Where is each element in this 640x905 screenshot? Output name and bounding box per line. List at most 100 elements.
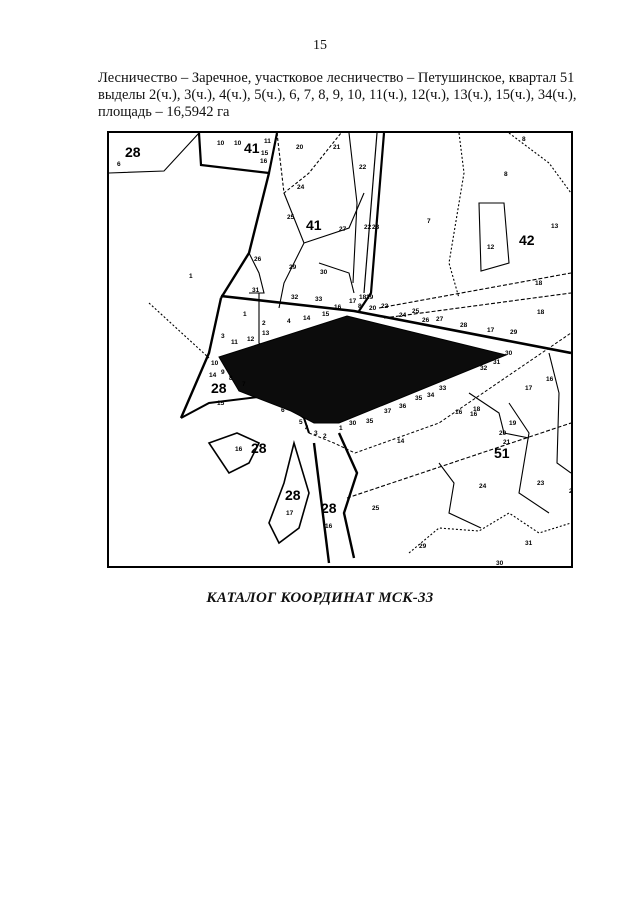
vydel-line: [148, 302, 210, 359]
vydel-label: 25: [412, 308, 420, 315]
vydel-label: 3: [221, 333, 225, 340]
vydel-label: 16: [546, 376, 554, 383]
vydel-label: 14: [397, 438, 405, 445]
vydel-label: 16: [455, 409, 463, 416]
vydel-label: 25: [372, 505, 380, 512]
vydel-label: 25: [287, 214, 295, 221]
vydel-line: [276, 133, 342, 195]
vydel-label: 31: [493, 359, 501, 366]
quarter-label: 51: [494, 445, 510, 461]
vydel-label: 22: [381, 303, 389, 310]
vydel-label: 4: [287, 318, 291, 325]
vydel-label: 22: [364, 224, 372, 231]
road-line: [363, 133, 378, 294]
vydel-label: 26: [422, 317, 430, 324]
vydel-label: 32: [480, 365, 488, 372]
vydel-label: 24: [479, 483, 487, 490]
vydel-label: 24: [399, 312, 407, 319]
vydel-line: [548, 352, 571, 474]
vydel-label: 34: [427, 392, 435, 399]
vydel-label: 2: [262, 320, 266, 327]
vydel-label: 17: [525, 385, 533, 392]
vydel-label: 32: [291, 294, 299, 301]
vydel-label: 15: [261, 150, 269, 157]
quarter-label: 28: [211, 380, 227, 396]
vydel-label: 8: [504, 171, 508, 178]
vydel-label: 31: [252, 287, 260, 294]
vydel-line: [303, 192, 365, 244]
road-line: [220, 294, 571, 355]
quarter-label: 41: [244, 140, 260, 156]
vydel-label: 1: [339, 425, 343, 432]
vydel-label: 18: [359, 294, 367, 301]
vydel-label: 3: [314, 430, 318, 437]
boundary-line: [109, 133, 200, 174]
vydel-label: 15: [217, 400, 225, 407]
boundary-line: [268, 439, 310, 545]
vydel-line: [248, 252, 265, 294]
vydel-label: 19: [509, 420, 517, 427]
vydel-label: 31: [525, 540, 533, 547]
vydel-label: 27: [339, 226, 347, 233]
vydel-line: [408, 512, 571, 554]
target-plot-area: [218, 315, 508, 424]
vydel-label: 8: [358, 303, 362, 310]
page-number: 15: [313, 38, 327, 53]
header-line-2: выделы 2(ч.), 3(ч.), 4(ч.), 5(ч.), 6, 7,…: [98, 87, 577, 103]
vydel-label: 33: [439, 385, 447, 392]
vydel-label: 30: [320, 269, 328, 276]
vydel-label: 17: [349, 298, 357, 305]
road-line: [346, 422, 571, 499]
vydel-label: 21: [503, 439, 511, 446]
road-line: [179, 297, 223, 419]
header-text: Лесничество – Заречное, участковое лесни…: [98, 70, 618, 121]
vydel-label: 28: [460, 322, 468, 329]
vydel-line: [478, 202, 510, 272]
vydel-label: 35: [415, 395, 423, 402]
road-line: [358, 133, 386, 312]
vydel-label: 17: [286, 510, 294, 517]
vydel-label: 19: [366, 294, 374, 301]
vydel-line: [308, 332, 571, 454]
vydel-label: 30: [505, 350, 513, 357]
quarter-label: 28: [321, 500, 337, 516]
vydel-label: 23: [372, 224, 380, 231]
vydel-label: 33: [315, 296, 323, 303]
vydel-label: 4: [305, 425, 309, 432]
vydel-label: 23: [537, 480, 545, 487]
vydel-label: 24: [297, 184, 305, 191]
vydel-label: 18: [535, 280, 543, 287]
vydel-label: 8: [522, 136, 526, 143]
vydel-label: 11: [264, 138, 271, 145]
quarter-label: 41: [306, 217, 322, 233]
vydel-label: 2: [569, 488, 571, 495]
vydel-label: 14: [209, 372, 217, 379]
vydel-label: 29: [419, 543, 427, 550]
vydel-label: 1: [243, 311, 247, 318]
vydel-line: [448, 133, 465, 299]
vydel-label: 12: [247, 336, 255, 343]
vydel-label: 2: [323, 433, 327, 440]
vydel-label: 8: [229, 375, 233, 382]
vydel-line: [278, 192, 305, 309]
vydel-label: 13: [262, 330, 270, 337]
vydel-label: 7: [427, 218, 431, 225]
vydel-label: 17: [487, 327, 495, 334]
vydel-label: 5: [299, 419, 303, 426]
vydel-label: 35: [366, 418, 374, 425]
boundary-line: [197, 133, 279, 175]
vydel-label: 10: [234, 140, 242, 147]
road-line: [383, 292, 571, 319]
header-line-3: площадь – 16,5942 га: [98, 104, 230, 120]
vydel-label: 10: [211, 360, 219, 367]
vydel-line: [508, 133, 571, 194]
header-line-1: Лесничество – Заречное, участковое лесни…: [98, 70, 575, 86]
vydel-label: 10: [217, 140, 225, 147]
vydel-label: 26: [254, 256, 262, 263]
quarter-label: 42: [519, 232, 535, 248]
vydel-line: [438, 462, 482, 529]
vydel-label: 14: [303, 315, 311, 322]
vydel-label: 16: [334, 304, 342, 311]
